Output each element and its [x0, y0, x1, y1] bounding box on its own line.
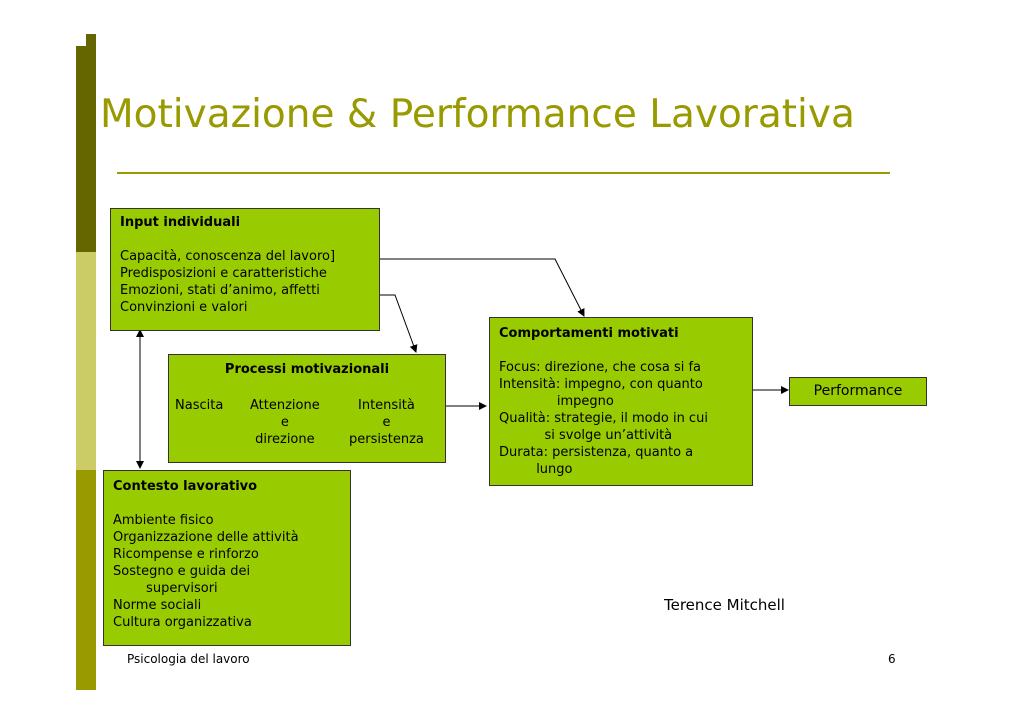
contesto-item: Sostegno e guida dei [113, 564, 251, 579]
comportamenti-item: Intensità: impegno, con quanto [499, 377, 703, 392]
performance-label: Performance [813, 383, 903, 399]
comportamenti-item: Durata: persistenza, quanto a [499, 445, 694, 460]
comportamenti-box: Comportamenti motivati Focus: direzione,… [489, 317, 753, 486]
input-item: Convinzioni e valori [120, 300, 248, 315]
arrow-input-to-comportamenti [378, 258, 585, 317]
contesto-item: Organizzazione delle attività [113, 530, 299, 545]
input-box: Input individuali Capacità, conoscenza d… [110, 208, 380, 331]
contesto-item: Norme sociali [113, 598, 202, 613]
input-item: Predisposizioni e caratteristiche [120, 266, 327, 281]
contesto-item: Cultura organizzativa [113, 615, 252, 630]
accent-bar-top [86, 34, 96, 46]
processi-title: Processi motivazionali [224, 362, 390, 377]
accent-bar-light [76, 252, 96, 470]
input-item: Capacità, conoscenza del lavoro] [120, 249, 336, 264]
comportamenti-title: Comportamenti motivati [499, 326, 679, 341]
processi-col-nascita: Nascita [175, 398, 224, 413]
accent-bar-mid [76, 470, 96, 690]
comportamenti-item: lungo [499, 462, 573, 477]
accent-bar-dark [76, 46, 96, 252]
comportamenti-item: si svolge un’attività [499, 428, 673, 443]
comportamenti-item: impegno [499, 394, 614, 409]
slide-title: Motivazione & Performance Lavorativa [100, 92, 855, 137]
input-title: Input individuali [120, 215, 241, 230]
processi-box: Processi motivazionali Nascita Attenzion… [168, 354, 446, 463]
comportamenti-item: Qualità: strategie, il modo in cui [499, 411, 708, 426]
contesto-box: Contesto lavorativo Ambiente fisico Orga… [103, 470, 351, 646]
title-underline [117, 172, 890, 174]
processi-col-intensita: Intensità e persistenza [349, 398, 424, 447]
footer-course: Psicologia del lavoro [127, 652, 250, 666]
performance-box: Performance [789, 377, 927, 406]
contesto-title: Contesto lavorativo [113, 479, 258, 494]
page-number: 6 [888, 652, 896, 666]
processi-col-attenzione: Attenzione e direzione [250, 398, 320, 447]
contesto-item: Ricompense e rinforzo [113, 547, 259, 562]
comportamenti-item: Focus: direzione, che cosa si fa [499, 360, 702, 375]
author-credit: Terence Mitchell [664, 596, 785, 614]
contesto-item: supervisori [113, 581, 218, 596]
contesto-item: Ambiente fisico [113, 513, 214, 528]
input-item: Emozioni, stati d’animo, affetti [120, 283, 320, 298]
